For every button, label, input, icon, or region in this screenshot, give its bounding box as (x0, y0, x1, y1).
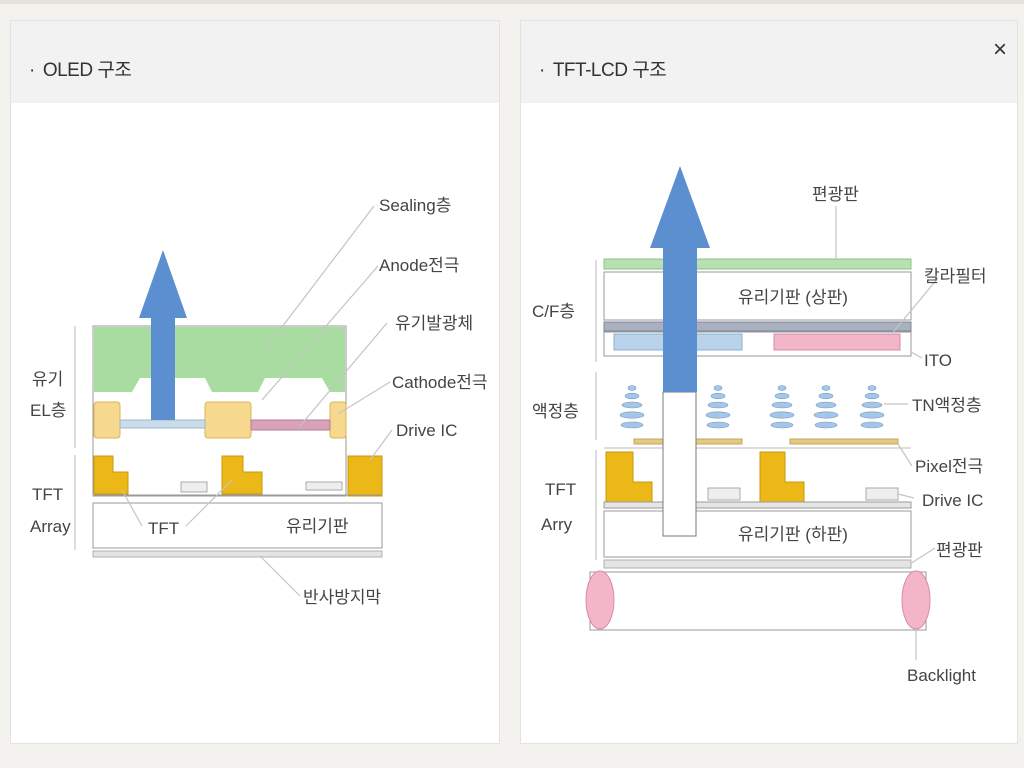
oled-label-organic-emitter: 유기발광체 (395, 314, 473, 333)
oled-tft-left (93, 455, 129, 495)
lcd-color-filter-bar (603, 321, 912, 332)
oled-panel-header: ·OLED 구조 (11, 21, 499, 103)
lcd-backlight-lamp-left (585, 570, 615, 630)
oled-panel-title: ·OLED 구조 (29, 60, 132, 81)
lcd-label-color-filter: 칼라필터 (924, 267, 987, 286)
top-edge (0, 0, 1024, 4)
oled-emitter-strip-left (119, 419, 206, 429)
oled-cathode-strip-right (250, 419, 331, 431)
lcd-backlight-unit (589, 571, 927, 631)
lcd-lc-molecules (619, 385, 885, 429)
oled-label-cathode: Cathode전극 (392, 373, 488, 392)
oled-label-drive-ic: Drive IC (396, 421, 457, 440)
oled-title-text: OLED 구조 (42, 60, 132, 81)
lcd-ito-layer (603, 331, 912, 357)
lcd-label-polarizer-top: 편광판 (812, 185, 859, 204)
lcd-label-backlight: Backlight (907, 666, 976, 685)
lcd-label-tft-array-1: TFT (545, 480, 576, 499)
lcd-light-column (662, 391, 697, 537)
lcd-polarizer-bottom (603, 559, 912, 569)
lcd-polarizer-top (603, 258, 912, 270)
lcd-filter-pink (773, 333, 901, 351)
lcd-label-glass-bottom: 유리기판 (하판) (738, 525, 848, 544)
lcd-leader-lines (835, 206, 939, 660)
close-icon[interactable]: × (992, 36, 1007, 63)
lcd-label-drive-ic: Drive IC (922, 491, 983, 510)
oled-drive-ic-block (347, 455, 383, 497)
lcd-label-polarizer-bottom: 편광판 (936, 541, 983, 560)
lcd-panel-title: ·TFT-LCD 구조 (539, 60, 667, 81)
oled-label-anti-reflection: 반사방지막 (303, 588, 382, 607)
oled-label-tft-array-1: TFT (32, 485, 63, 504)
lcd-light-arrow (650, 166, 710, 392)
lcd-tft-mid (759, 451, 805, 504)
lcd-tft-small-2 (865, 487, 899, 501)
oled-label-tft: TFT (148, 519, 179, 538)
lcd-diagram: 편광판 칼라필터 C/F층 유리기판 (상판) ITO TN액정층 액정층 Pi… (532, 166, 987, 685)
oled-diagram: Sealing층 Anode전극 유기발광체 Cathode전극 Drive I… (30, 196, 488, 607)
lcd-glass-bottom (603, 510, 912, 558)
lcd-tft-base (603, 501, 912, 509)
lcd-tft-small-1 (707, 487, 741, 501)
oled-anti-reflection-film (92, 550, 383, 558)
oled-label-glass: 유리기판 (286, 517, 349, 536)
oled-leader-lines (121, 205, 393, 597)
oled-tft-small-1 (180, 481, 208, 493)
lcd-label-pixel-electrode: Pixel전극 (915, 457, 983, 476)
lcd-pixel-electrode-right (789, 438, 899, 445)
lcd-label-tn-lc: TN액정층 (912, 396, 982, 415)
lcd-label-lc-layer: 액정층 (532, 402, 579, 421)
oled-anode-mid (204, 401, 252, 439)
lcd-glass-top (603, 271, 912, 321)
oled-tft-mid (221, 455, 263, 495)
oled-label-anode: Anode전극 (379, 256, 459, 275)
lcd-tft-left (605, 451, 653, 504)
lcd-label-ito: ITO (924, 351, 952, 370)
lcd-label-cf-layer: C/F층 (532, 302, 575, 321)
lcd-backlight-lamp-right (901, 570, 931, 630)
oled-label-organic-el-1: 유기 (32, 370, 63, 389)
oled-light-arrow (139, 250, 187, 420)
lcd-label-tft-array-2: Arry (541, 515, 573, 534)
oled-label-tft-array-2: Array (30, 517, 71, 536)
lcd-panel-header: ·TFT-LCD 구조 (521, 21, 1017, 103)
close-button[interactable]: × (984, 34, 1016, 66)
oled-anode-left (93, 401, 121, 439)
oled-label-organic-el-2: EL층 (30, 401, 66, 420)
oled-label-sealing: Sealing층 (379, 196, 451, 215)
lcd-title-text: TFT-LCD 구조 (552, 60, 667, 81)
oled-tft-small-2 (305, 481, 343, 491)
lcd-label-glass-top: 유리기판 (상판) (738, 288, 848, 307)
oled-anode-right (329, 401, 347, 439)
